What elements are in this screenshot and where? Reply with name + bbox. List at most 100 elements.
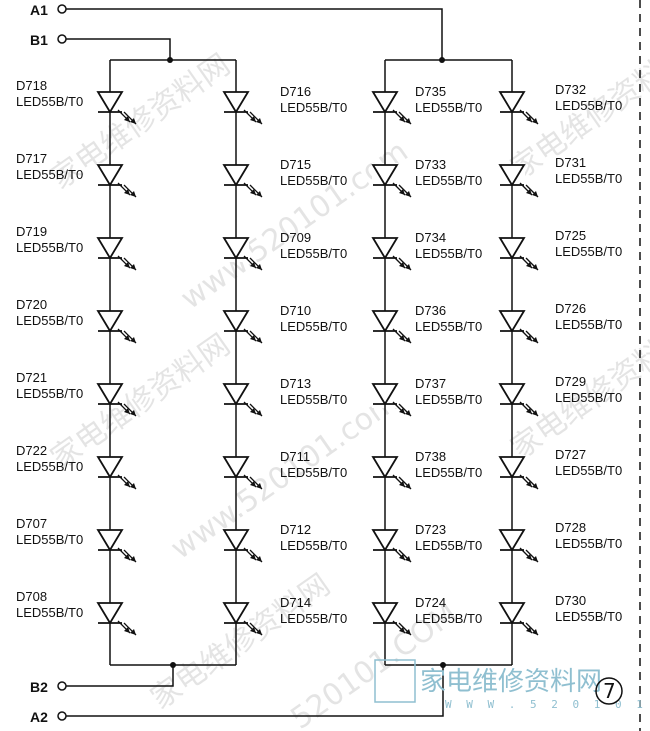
led-triangle — [222, 91, 250, 114]
led-ref-label: D711 — [280, 449, 310, 464]
light-arrowhead-icon — [526, 262, 532, 268]
led-part-label: LED55B/T0 — [16, 240, 83, 255]
light-arrowhead-icon — [532, 410, 538, 416]
led-part-label: LED55B/T0 — [16, 532, 83, 547]
led-ref-label: D714 — [280, 595, 311, 610]
junctions — [167, 57, 446, 668]
led-ref-label: D721 — [16, 370, 47, 385]
light-arrowhead-icon — [250, 481, 256, 487]
light-arrowhead-icon — [256, 191, 262, 197]
light-arrowhead-icon — [526, 554, 532, 560]
led-triangle — [222, 529, 250, 552]
light-arrowhead-icon — [130, 483, 136, 489]
led-part-label: LED55B/T0 — [555, 244, 622, 259]
led-part-label: LED55B/T0 — [415, 173, 482, 188]
light-arrowhead-icon — [399, 481, 405, 487]
led-string-1: D718LED55B/T0D717LED55B/T0D719LED55B/T0D… — [16, 60, 137, 665]
light-arrowhead-icon — [250, 554, 256, 560]
led-part-label: LED55B/T0 — [415, 465, 482, 480]
terminal-label-b2: B2 — [30, 679, 48, 695]
led-triangle — [96, 310, 124, 333]
watermark-text-2: 家电维修资料网 — [45, 327, 237, 476]
led-triangle — [222, 310, 250, 333]
led-ref-label: D729 — [555, 374, 586, 389]
led-ref-label: D719 — [16, 224, 47, 239]
page-marker: 7 — [595, 677, 623, 705]
led-part-label: LED55B/T0 — [555, 98, 622, 113]
light-arrowhead-icon — [532, 337, 538, 343]
light-arrowhead-icon — [405, 410, 411, 416]
led-string-4: D732LED55B/T0D731LED55B/T0D725LED55B/T0D… — [498, 60, 622, 665]
led-ref-label: D717 — [16, 151, 47, 166]
led-ref-label: D710 — [280, 303, 311, 318]
logo-text: 家电维修资料网 — [420, 667, 602, 697]
led-triangle — [498, 456, 526, 479]
light-arrowhead-icon — [250, 408, 256, 414]
led-triangle — [371, 383, 399, 406]
led-ref-label: D713 — [280, 376, 311, 391]
led-triangle — [371, 310, 399, 333]
led-part-label: LED55B/T0 — [415, 538, 482, 553]
led-ref-label: D712 — [280, 522, 311, 537]
light-arrowhead-icon — [405, 191, 411, 197]
light-arrowhead-icon — [526, 116, 532, 122]
light-arrowhead-icon — [399, 262, 405, 268]
led-triangle — [498, 602, 526, 625]
light-arrowhead-icon — [256, 264, 262, 270]
led-string-2: D716LED55B/T0D715LED55B/T0D709LED55B/T0D… — [222, 60, 347, 665]
led-part-label: LED55B/T0 — [16, 313, 83, 328]
terminals: A1 B1 B2 A2 — [30, 2, 67, 725]
led-part-label: LED55B/T0 — [280, 538, 347, 553]
terminal-b2-node — [57, 681, 67, 691]
led-part-label: LED55B/T0 — [415, 246, 482, 261]
terminal-b1-node — [57, 34, 67, 44]
led-ref-label: D736 — [415, 303, 446, 318]
light-arrowhead-icon — [399, 335, 405, 341]
page-marker-number: 7 — [603, 679, 616, 703]
led-ref-label: D716 — [280, 84, 311, 99]
light-arrowhead-icon — [130, 629, 136, 635]
led-part-label: LED55B/T0 — [280, 173, 347, 188]
light-arrowhead-icon — [532, 556, 538, 562]
led-ref-label: D718 — [16, 78, 47, 93]
logo-watermark: 家电维修资料网 W W W . 5 2 0 1 0 1 . C O M — [374, 659, 650, 711]
light-arrowhead-icon — [405, 118, 411, 124]
terminal-label-a2: A2 — [30, 709, 48, 725]
led-part-label: LED55B/T0 — [555, 317, 622, 332]
led-triangle — [96, 164, 124, 187]
led-triangle — [498, 529, 526, 552]
led-part-label: LED55B/T0 — [415, 392, 482, 407]
led-part-label: LED55B/T0 — [555, 536, 622, 551]
light-arrowhead-icon — [405, 629, 411, 635]
light-arrowhead-icon — [526, 189, 532, 195]
light-arrowhead-icon — [250, 335, 256, 341]
led-ref-label: D723 — [415, 522, 446, 537]
led-triangle — [371, 529, 399, 552]
led-ref-label: D720 — [16, 297, 47, 312]
led-triangle — [96, 456, 124, 479]
light-arrowhead-icon — [526, 627, 532, 633]
led-part-label: LED55B/T0 — [415, 611, 482, 626]
led-string-3: D735LED55B/T0D733LED55B/T0D734LED55B/T0D… — [371, 60, 482, 665]
led-part-label: LED55B/T0 — [16, 386, 83, 401]
light-arrowhead-icon — [124, 335, 130, 341]
led-triangle — [222, 383, 250, 406]
led-triangle — [222, 237, 250, 260]
led-part-label: LED55B/T0 — [16, 459, 83, 474]
led-triangle — [498, 237, 526, 260]
